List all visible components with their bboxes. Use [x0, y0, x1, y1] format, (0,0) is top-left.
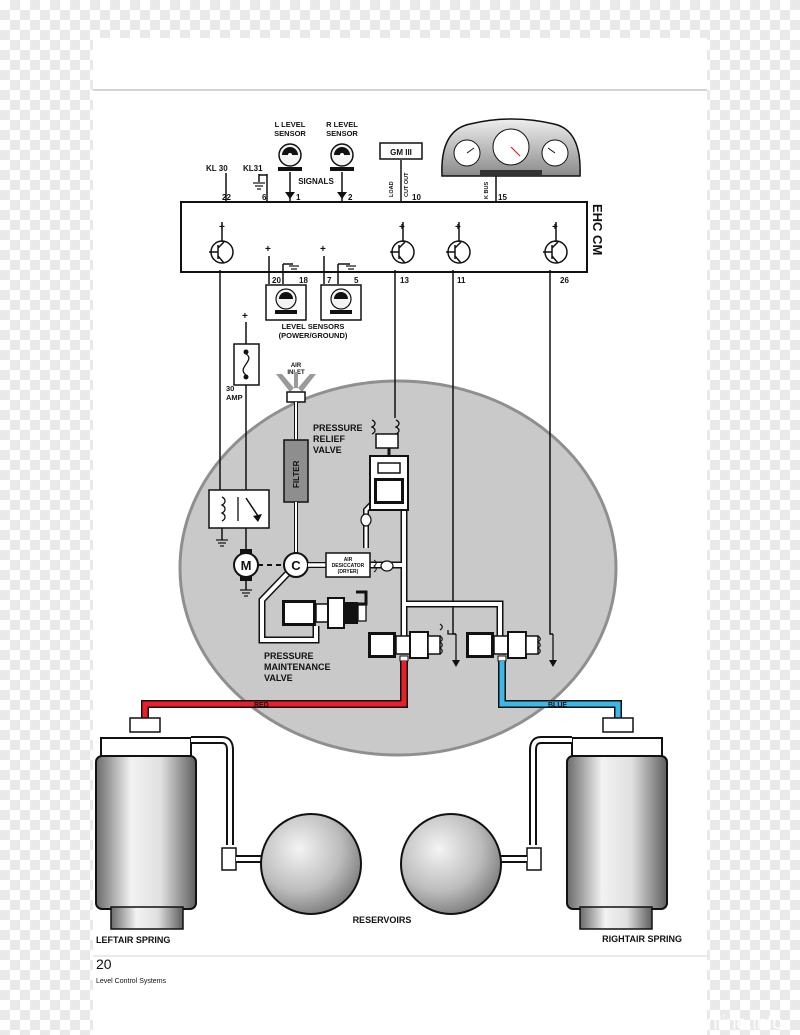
pin-22: 22	[222, 193, 231, 202]
transistor-icon	[446, 222, 471, 264]
plus-signs: + + + + + +	[219, 222, 558, 255]
pmv-valve-label: VALVE	[264, 673, 293, 683]
right-valve-ground	[549, 634, 557, 667]
red-air-line	[142, 661, 407, 722]
right-reservoir-icon	[400, 813, 502, 915]
air-dryer-box	[325, 552, 371, 578]
air-inlet-arrows-icon	[276, 372, 316, 392]
air-inlet-cap	[286, 391, 306, 403]
svg-text:+: +	[219, 222, 225, 233]
amp-label: AMP	[226, 393, 243, 402]
blue-label: BLUE	[548, 702, 567, 709]
l-sensor-label: SENSOR	[274, 129, 306, 138]
pin-11: 11	[457, 276, 466, 285]
right-spring-label: RIGHTAIR SPRING	[602, 934, 682, 944]
red-label: RED	[254, 702, 269, 709]
ground-icon	[240, 589, 252, 597]
power-ground-label: (POWER/GROUND)	[279, 331, 348, 340]
left-level-sensor-icon	[278, 143, 302, 171]
sensor-power-wires	[268, 256, 350, 284]
ground-icon	[289, 265, 356, 273]
relay-icon	[208, 489, 270, 529]
left-solenoid-valve-icon	[368, 623, 456, 662]
pressure-maintenance-valve-icon	[282, 590, 368, 629]
signal-arrow-icon	[337, 192, 347, 199]
ehc-cm-module	[180, 201, 588, 273]
left-valve-ground	[452, 634, 460, 667]
amp-30-label: 30	[226, 384, 234, 393]
filter-label: FILTER	[292, 460, 301, 488]
lower-right-level-sensor-icon	[320, 284, 362, 321]
cutout-label: CUT OUT	[404, 172, 410, 197]
pin-1: 1	[296, 193, 301, 202]
reservoirs-label: RESERVOIRS	[353, 915, 412, 925]
pin-13: 13	[400, 276, 409, 285]
prv-relief-label: RELIEF	[313, 434, 346, 444]
signal-wires	[225, 160, 497, 202]
right-air-spring-icon	[499, 717, 668, 930]
right-solenoid-valve-icon	[466, 631, 541, 662]
transistor-icon	[543, 222, 568, 264]
dryer-label: (DRYER)	[338, 569, 359, 575]
dryer-desiccator-label: DESICCATOR	[332, 563, 365, 569]
fuse-icon	[233, 343, 260, 386]
pmv-pressure-label: PRESSURE	[264, 651, 314, 661]
left-reservoir-icon	[260, 813, 362, 915]
lower-left-level-sensor-icon	[265, 284, 307, 321]
signals-label: SIGNALS	[298, 177, 334, 186]
kl31-ground-icon	[253, 182, 265, 190]
prv-valve-label: VALVE	[313, 445, 342, 455]
pin-15: 15	[498, 193, 507, 202]
watermark: carmanualsonline.info	[598, 1013, 783, 1034]
level-sensors-label: LEVEL SENSORS	[282, 322, 345, 331]
svg-text:+: +	[265, 244, 271, 255]
check-ball-icon	[360, 513, 372, 527]
pmv-maintenance-label: MAINTENANCE	[264, 662, 331, 672]
pin-2: 2	[348, 193, 353, 202]
r-sensor-label: SENSOR	[326, 129, 358, 138]
right-level-sensor-icon	[330, 143, 354, 171]
kbus-label: K BUS	[484, 182, 490, 199]
svg-text:+: +	[320, 244, 326, 255]
pressure-relief-valve-icon	[369, 419, 409, 511]
svg-text:+: +	[552, 222, 558, 233]
kl31-label: KL31	[243, 164, 263, 173]
pin-7: 7	[327, 276, 332, 285]
motor-label: M	[241, 558, 252, 573]
left-spring-label: LEFTAIR SPRING	[96, 935, 170, 945]
pin-18: 18	[299, 276, 308, 285]
pin-6: 6	[262, 193, 267, 202]
transistor-icon	[209, 222, 234, 264]
prv-pressure-label: PRESSURE	[313, 423, 363, 433]
section-title: Level Control Systems	[96, 978, 167, 985]
instrument-cluster-icon	[441, 118, 581, 177]
pin-20: 20	[272, 276, 281, 285]
air-label: AIR	[291, 363, 302, 369]
pin-26: 26	[560, 276, 569, 285]
ground-icon	[216, 539, 228, 547]
l-level-label: L LEVEL	[275, 120, 306, 129]
transistor-icon	[390, 222, 415, 264]
r-level-label: R LEVEL	[326, 120, 358, 129]
page-number: 20	[96, 956, 112, 972]
signal-arrow-icon	[285, 192, 295, 199]
ehc-cm-label: EHC CM	[590, 204, 605, 255]
compressor-label: C	[291, 558, 301, 573]
dryer-air-label: AIR	[344, 557, 353, 563]
pin-10: 10	[412, 193, 421, 202]
gm-iii-label: GM III	[390, 148, 412, 157]
gm-iii-box	[379, 142, 423, 160]
fuse-plus: +	[242, 311, 248, 322]
blue-air-line	[499, 661, 621, 722]
kl30-label: KL 30	[206, 164, 228, 173]
pin-5: 5	[354, 276, 359, 285]
check-valve-icon	[373, 559, 394, 573]
svg-text:+: +	[455, 222, 461, 233]
svg-text:+: +	[399, 222, 405, 233]
left-air-spring-icon	[95, 717, 262, 930]
load-label: LOAD	[389, 181, 395, 197]
